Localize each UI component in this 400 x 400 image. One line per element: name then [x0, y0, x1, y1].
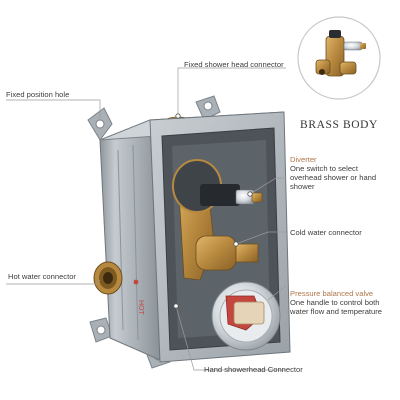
label-diverter-desc: One switch to select overhead shower or …: [290, 164, 377, 191]
label-pressure-valve-title: Pressure balanced valve: [290, 289, 374, 298]
pressure-valve-cartridge: [211, 281, 281, 351]
label-hot-water-text: Hot water connector: [8, 272, 76, 281]
label-fixed-shower-head-text: Fixed shower head connector: [184, 60, 284, 69]
diverter-spindle: [200, 184, 263, 206]
label-fixed-shower-head: Fixed shower head connector: [184, 60, 284, 69]
label-hand-shower-text: Hand showerhead Connector: [204, 365, 303, 374]
hot-marking: HOT: [137, 300, 144, 316]
brass-body-title: BRASS BODY: [300, 119, 378, 131]
label-fixed-position-hole-text: Fixed position hole: [6, 90, 70, 99]
label-diverter-title: Diverter: [290, 155, 317, 164]
label-pressure-valve: Pressure balanced valve One handle to co…: [290, 289, 390, 316]
label-hot-water: Hot water connector: [8, 272, 76, 281]
label-hand-shower: Hand showerhead Connector: [204, 365, 303, 374]
label-diverter: Diverter One switch to select overhead s…: [290, 155, 390, 191]
brass-body-inset: [297, 16, 381, 100]
hot-water-inlet: [93, 261, 139, 295]
label-fixed-position-hole: Fixed position hole: [6, 90, 69, 99]
label-pressure-valve-desc: One handle to control both water flow an…: [290, 298, 383, 316]
label-cold-water: Cold water connector: [290, 228, 362, 237]
leader-lines: [6, 67, 287, 371]
label-cold-water-text: Cold water connector: [290, 228, 362, 237]
